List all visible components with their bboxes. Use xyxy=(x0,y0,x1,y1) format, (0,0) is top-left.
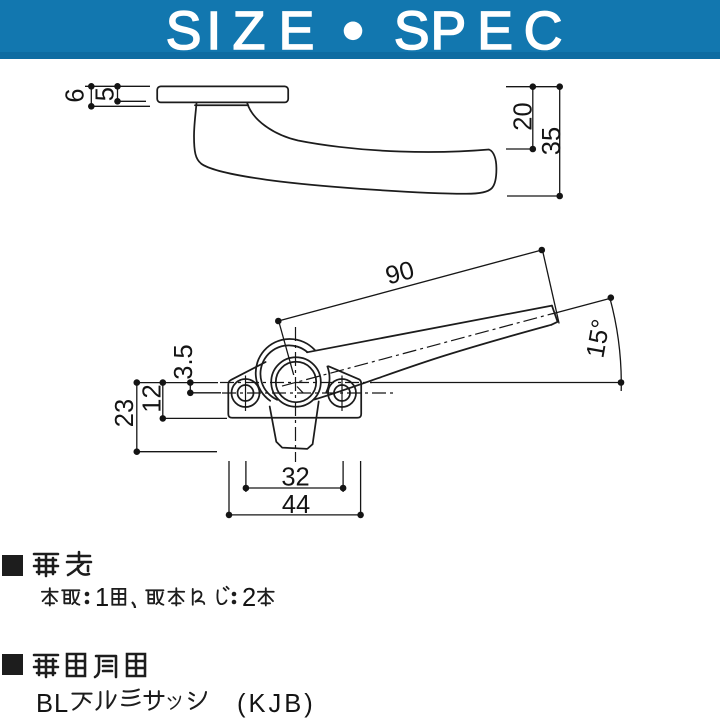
svg-text:6: 6 xyxy=(62,88,90,102)
svg-text:2: 2 xyxy=(242,584,256,612)
svg-text:32: 32 xyxy=(281,464,309,492)
svg-text:BL: BL xyxy=(36,690,69,718)
svg-text:35: 35 xyxy=(538,127,566,155)
svg-text:5: 5 xyxy=(92,87,120,101)
svg-text:20: 20 xyxy=(510,102,538,130)
svg-text:1: 1 xyxy=(95,584,109,612)
svg-text:15°: 15° xyxy=(581,317,615,360)
svg-text:12: 12 xyxy=(139,384,167,412)
svg-text:3.5: 3.5 xyxy=(170,344,198,379)
svg-text:44: 44 xyxy=(282,491,310,519)
svg-text:(KJB): (KJB) xyxy=(237,690,316,718)
svg-text:23: 23 xyxy=(111,399,139,427)
